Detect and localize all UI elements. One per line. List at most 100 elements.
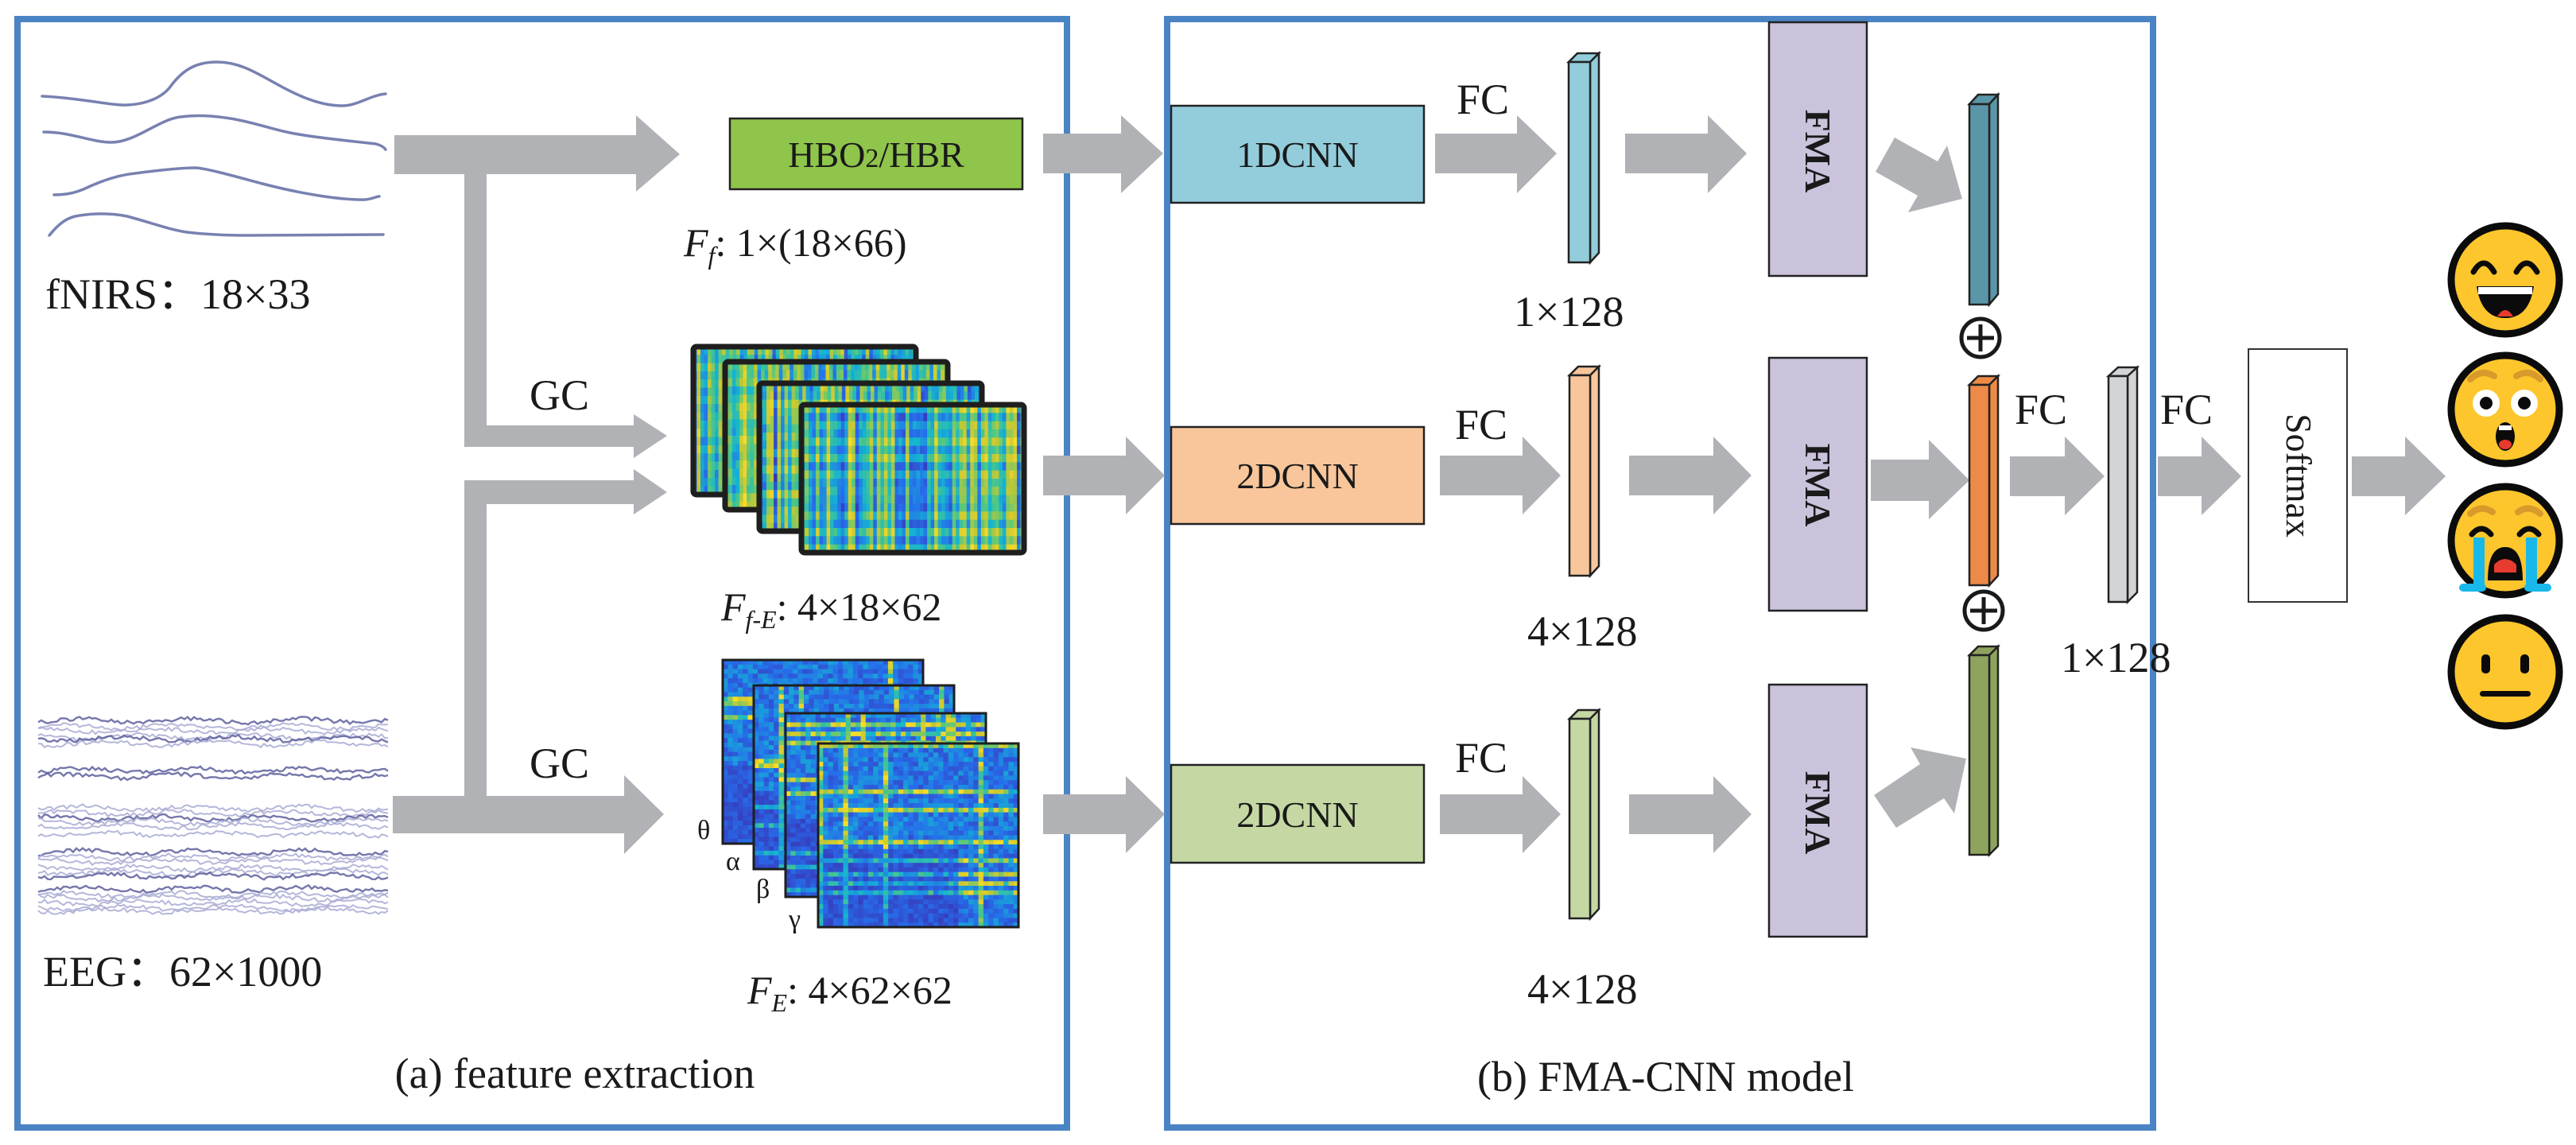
heatmap-cell [718, 453, 723, 463]
heatmap-cell [766, 448, 771, 458]
heatmap-cell [898, 421, 902, 430]
heatmap-cell [1017, 536, 1022, 545]
heatmap-cell [916, 511, 921, 521]
heatmap-cell [805, 454, 809, 463]
heatmap-cell [933, 370, 937, 379]
heatmap-cell [920, 511, 925, 521]
heatmap-cell [777, 514, 782, 524]
heatmap-cell [917, 391, 921, 401]
heatmap-cell [883, 470, 888, 479]
heatmap-cell [876, 544, 881, 553]
heatmap-cell [715, 429, 720, 438]
heatmap-cell [802, 391, 807, 401]
heatmap-cell [941, 536, 946, 545]
heatmap-cell [718, 379, 723, 389]
heatmap-cell [832, 362, 837, 371]
heatmap-cell [743, 701, 749, 707]
heatmap-cell [859, 462, 863, 472]
heatmap-cell [854, 362, 859, 371]
heatmap-cell [895, 391, 900, 401]
heatmap-cell [894, 536, 899, 545]
heatmap-cell [866, 519, 871, 529]
heatmap-cell [718, 437, 723, 446]
eeg-channel-line [37, 893, 389, 903]
heatmap-cell [920, 405, 925, 413]
heatmap-cell [999, 445, 1003, 455]
heatmap-cell [902, 519, 906, 529]
heatmap-cell [728, 394, 733, 404]
heatmap-cell [874, 383, 879, 392]
heatmap-cell [816, 454, 821, 463]
heatmap-cell [784, 522, 789, 532]
heatmap-cell [959, 544, 964, 553]
fe-label: FE: 4×62×62 [747, 968, 952, 1017]
heatmap-cell [848, 544, 852, 553]
heatmap-cell [805, 421, 809, 430]
heatmap-cell [735, 468, 740, 478]
heatmap-cell [848, 405, 852, 413]
heatmap-cell [867, 660, 874, 666]
heatmap-cell [875, 370, 880, 379]
heatmap-cell [873, 519, 878, 529]
heatmap-cell [959, 519, 964, 529]
fnirs-channel-line [52, 166, 381, 201]
heatmap-cell [949, 413, 953, 422]
heatmap-cell [844, 495, 849, 504]
heatmap-cell [777, 490, 782, 499]
heatmap-cell [966, 470, 971, 479]
heatmap-cell [788, 507, 793, 515]
heatmap-cell [890, 519, 895, 529]
heatmap-cell [1017, 544, 1022, 553]
heatmap-cell [819, 347, 824, 355]
heatmap-cell [770, 465, 774, 475]
heatmap-cell [752, 669, 758, 674]
heatmap-cell [840, 544, 845, 553]
heatmap-cell [700, 412, 705, 421]
heatmap-cell [851, 370, 855, 379]
heatmap-cell [791, 441, 796, 450]
heatmap-cell [876, 536, 881, 545]
eeg-channel-line [37, 765, 389, 775]
heatmap-cell [823, 470, 828, 479]
heatmap-cell [1006, 454, 1011, 463]
heatmap-cell [937, 544, 942, 553]
heatmap-cell [843, 660, 849, 666]
heatmap-cell [966, 445, 971, 455]
heatmap-cell [739, 501, 744, 510]
heatmap-cell [869, 421, 874, 430]
heatmap-cell [809, 495, 813, 504]
heatmap-cell [999, 479, 1003, 487]
heatmap-cell [874, 391, 879, 401]
heatmap-cell [735, 485, 740, 494]
heatmap-cell [1009, 445, 1014, 455]
heatmap-cell [898, 669, 904, 674]
heatmap-cell [781, 416, 786, 425]
heatmap-cell [887, 429, 892, 438]
heatmap-cell [855, 544, 859, 553]
heatmap-cell [887, 487, 892, 496]
heatmap-cell [906, 462, 910, 472]
heatmap-cell [840, 462, 845, 472]
heatmap-cell [816, 479, 821, 487]
heatmap-cell [708, 355, 712, 364]
heatmap-cell [766, 498, 771, 507]
heatmap-cell [752, 673, 758, 679]
heatmap-cell [973, 454, 978, 463]
heatmap-cell [808, 664, 813, 670]
heatmap-cell [708, 404, 712, 413]
heatmap-cell [913, 660, 919, 666]
heatmap-cell [984, 528, 989, 537]
heatmap-cell [863, 678, 869, 684]
heatmap-cell [778, 669, 784, 674]
heatmap-cell [873, 511, 878, 521]
heatmap-cell [980, 536, 985, 545]
heatmap-cell [966, 462, 971, 472]
heatmap-cell [977, 487, 982, 496]
heatmap-cell [873, 462, 878, 472]
heatmap-cell [751, 347, 755, 355]
heatmap-cell [781, 482, 786, 491]
heatmap-cell [991, 536, 996, 545]
heatmap-cell [784, 490, 789, 499]
heatmap-cell [762, 457, 767, 466]
heatmap-cell [819, 536, 824, 545]
